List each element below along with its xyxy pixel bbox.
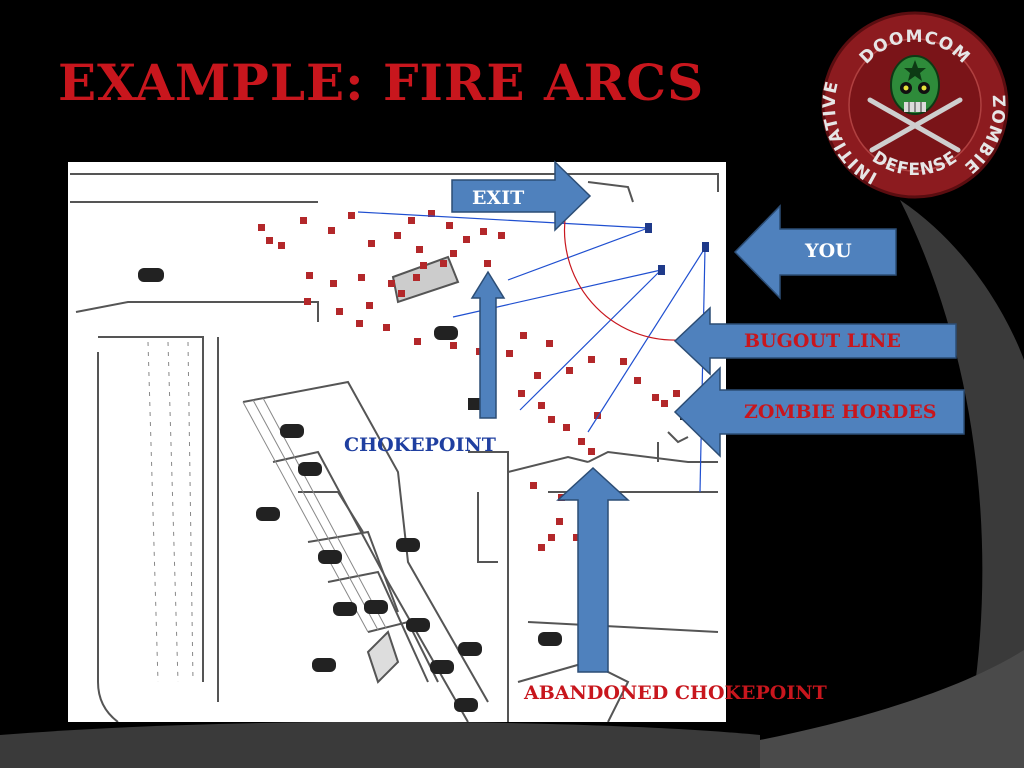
- zombie-hordes-label: Zombie Hordes: [744, 401, 937, 423]
- zombie-marker: [548, 534, 555, 541]
- floor-plan-drawing: [70, 173, 719, 723]
- zombie-marker: [563, 424, 570, 431]
- zombie-marker: [534, 372, 541, 379]
- furniture-fixtures: [138, 268, 700, 712]
- zombie-marker: [450, 342, 457, 349]
- exit-label: Exit: [472, 187, 525, 209]
- zombie-marker: [328, 227, 335, 234]
- doomcom-logo: DOOMCOM ZOMBIE DEFENSE INITIATIVE: [820, 11, 1009, 199]
- zombie-marker: [306, 272, 313, 279]
- exit-arrow: [451, 160, 592, 232]
- zombie-marker: [484, 260, 491, 267]
- zombie-marker: [498, 232, 505, 239]
- zombie-marker: [530, 482, 537, 489]
- zombie-marker: [394, 232, 401, 239]
- zombie-marker: [414, 338, 421, 345]
- abandoned-chokepoint-arrow: [556, 466, 630, 673]
- bugout-arc: [563, 211, 679, 341]
- zombie-marker: [368, 240, 375, 247]
- wall-hatching: [147, 341, 387, 683]
- bugout-line-label: Bugout Line: [744, 330, 901, 352]
- zombie-marker: [358, 274, 365, 281]
- you-arrow: [733, 204, 897, 300]
- you-label: You: [805, 240, 852, 262]
- zombie-marker: [446, 222, 453, 229]
- zombie-marker: [573, 534, 580, 541]
- zombie-marker: [356, 320, 363, 327]
- zombie-marker: [538, 544, 545, 551]
- zombie-marker: [398, 290, 405, 297]
- zombie-marker: [440, 260, 447, 267]
- chokepoint-label: Chokepoint: [344, 434, 496, 456]
- zombie-marker: [336, 308, 343, 315]
- slide-title: Example: Fire Arcs: [58, 53, 705, 112]
- zombie-marker: [330, 280, 337, 287]
- zombie-marker: [673, 390, 680, 397]
- defender-markers: [645, 223, 709, 275]
- zombie-marker: [538, 402, 545, 409]
- zombie-marker: [548, 416, 555, 423]
- chokepoint-arrow: [470, 270, 506, 419]
- zombie-marker: [566, 367, 573, 374]
- zombie-marker: [388, 280, 395, 287]
- zombie-marker: [408, 217, 415, 224]
- zombie-marker: [652, 394, 659, 401]
- zombie-marker: [518, 390, 525, 397]
- zombie-marker: [348, 212, 355, 219]
- zombie-marker: [258, 224, 265, 231]
- zombie-hordes-arrow: [673, 366, 965, 458]
- zombie-marker: [620, 358, 627, 365]
- bugout-line-arrow: [673, 306, 957, 376]
- fire-arc-lines: [357, 211, 706, 493]
- zombie-marker: [546, 340, 553, 347]
- zombie-marker: [588, 448, 595, 455]
- zombie-marker: [420, 262, 427, 269]
- zombie-marker: [506, 350, 513, 357]
- zombie-marker: [634, 377, 641, 384]
- zombie-marker: [463, 236, 470, 243]
- zombie-marker: [578, 438, 585, 445]
- building-walls: [70, 173, 719, 723]
- skull-crossed-rifles-icon: [867, 55, 963, 153]
- zombie-marker: [278, 242, 285, 249]
- zombie-marker: [383, 324, 390, 331]
- zombie-marker: [413, 274, 420, 281]
- zombie-marker: [304, 298, 311, 305]
- zombie-marker: [266, 237, 273, 244]
- zombie-marker: [428, 210, 435, 217]
- zombie-marker: [520, 332, 527, 339]
- zombie-marker: [594, 412, 601, 419]
- abandoned-chokepoint-label: Abandoned Chokepoint: [524, 682, 827, 704]
- zombie-marker: [300, 217, 307, 224]
- zombie-marker: [556, 518, 563, 525]
- zombie-marker: [450, 250, 457, 257]
- zombie-marker: [416, 246, 423, 253]
- floor-plan-map: [68, 162, 726, 723]
- zombie-marker: [366, 302, 373, 309]
- zombie-marker: [588, 356, 595, 363]
- zombie-marker: [661, 400, 668, 407]
- zombie-marker: [480, 228, 487, 235]
